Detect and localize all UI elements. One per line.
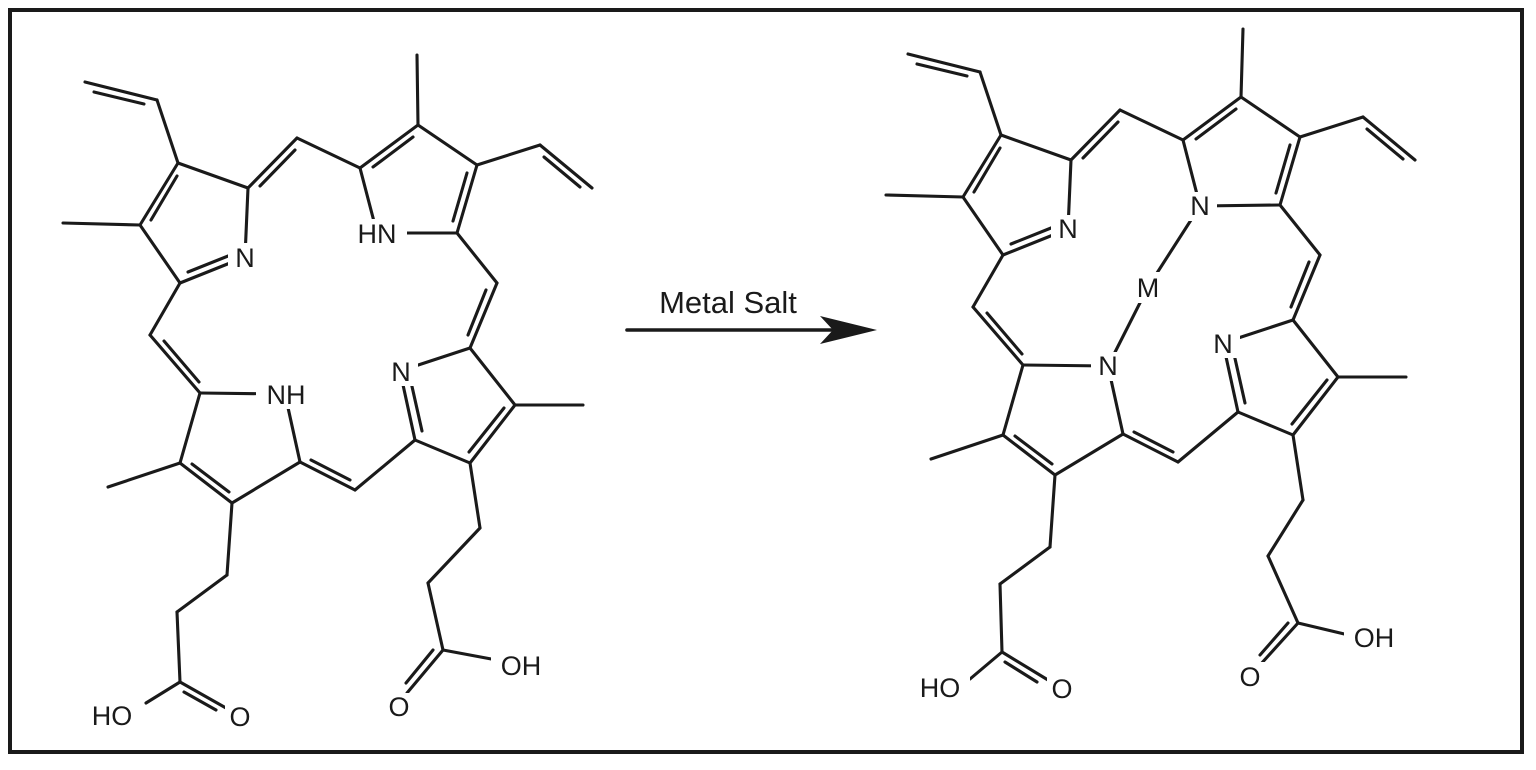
left-ring-b-bonds [358, 123, 479, 235]
figure-border-frame [8, 8, 1524, 754]
left-ring-a-nitrogen-label: N [235, 243, 255, 273]
arrow-head-icon [820, 316, 877, 344]
left-ring-b-substituents [415, 53, 594, 190]
reaction-arrow: Metal Salt [625, 285, 877, 344]
left-right-acid-carbonyl-o-label: O [388, 692, 409, 722]
right-ring-b-substituents [1239, 27, 1417, 162]
left-right-acid-hydroxyl-label: OH [501, 651, 542, 681]
left-ring-d-nh-label: NH [267, 380, 306, 410]
right-meso-bridges [971, 108, 1322, 464]
right-molecule: N N N N M O HO O OH [884, 27, 1417, 704]
left-molecule: N HN N NH O OH O HO [61, 53, 594, 732]
right-metal-label: M [1137, 273, 1160, 303]
left-molecule-atom-labels: N HN N NH O OH O HO [92, 219, 542, 732]
right-ring-d-bonds [1001, 363, 1125, 477]
left-left-acid-carbonyl-o-label: O [229, 702, 250, 732]
left-ring-d-substituents [106, 461, 182, 489]
right-ring-b-nitrogen-label: N [1190, 191, 1210, 221]
arrow-label: Metal Salt [659, 285, 797, 320]
right-molecule-atom-labels: N N N N M O HO O OH [920, 191, 1395, 704]
right-left-propionic-acid [968, 473, 1057, 684]
right-right-propionic-acid [1258, 433, 1359, 667]
right-ring-a-substituents [884, 52, 1003, 199]
right-molecule-label-backgrounds [910, 192, 1404, 703]
left-molecule-label-backgrounds [82, 219, 551, 732]
left-ring-c-nitrogen-label: N [391, 357, 411, 387]
right-right-acid-carbonyl-o-label: O [1239, 662, 1260, 692]
right-ring-d-nitrogen-label: N [1098, 351, 1118, 381]
left-meso-bridges [148, 136, 499, 492]
left-left-propionic-acid [144, 501, 234, 712]
right-ring-a-nitrogen-label: N [1058, 214, 1078, 244]
right-ring-c-bonds [1221, 318, 1340, 437]
right-left-acid-hydroxyl-label: HO [920, 673, 961, 703]
left-right-propionic-acid [404, 461, 504, 695]
right-ring-c-nitrogen-label: N [1213, 329, 1233, 359]
left-ring-a-substituents [61, 80, 180, 227]
right-ring-b-bonds [1181, 95, 1302, 208]
right-ring-d-substituents [929, 433, 1005, 461]
right-right-acid-hydroxyl-label: OH [1354, 623, 1395, 653]
right-left-acid-carbonyl-o-label: O [1051, 674, 1072, 704]
left-ring-b-nh-label: HN [358, 219, 397, 249]
left-left-acid-hydroxyl-label: HO [92, 701, 133, 731]
